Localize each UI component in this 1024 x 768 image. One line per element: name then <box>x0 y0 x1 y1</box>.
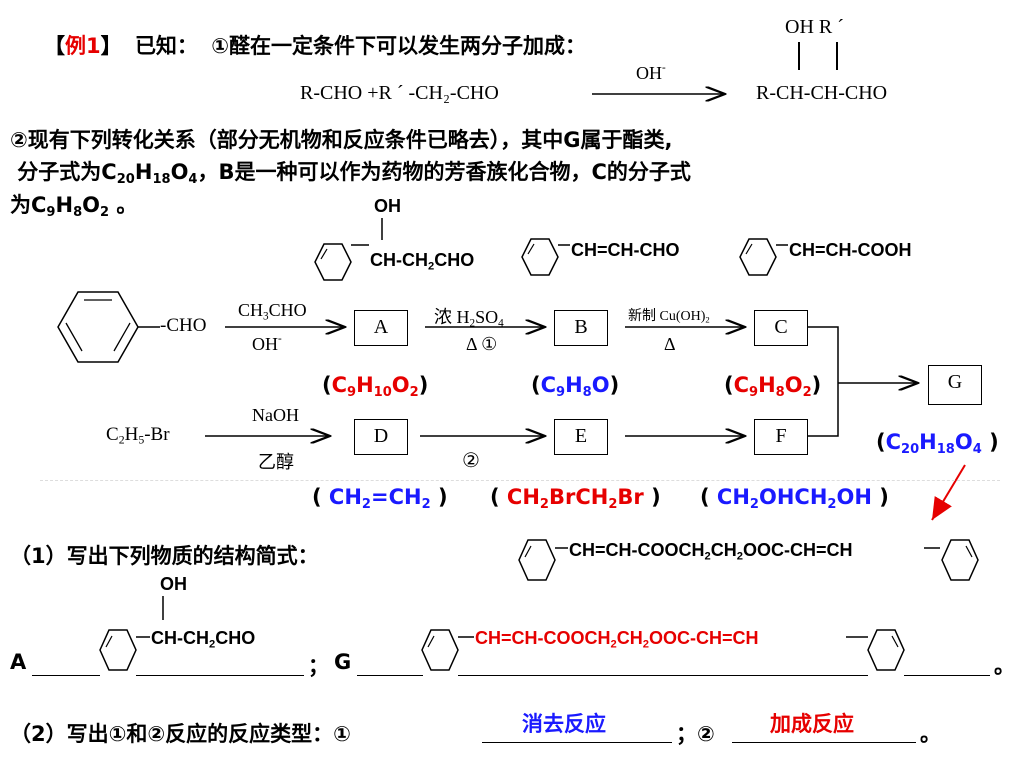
given-label: 已知： <box>134 34 198 58</box>
aldol-catalyst: OH- <box>636 62 666 83</box>
benzene-ring-answer-g-left <box>421 629 459 671</box>
g-structure: CH=CH-COOCH2CH2OOC-CH=CH <box>569 540 853 563</box>
benzene-ring-a <box>314 243 352 281</box>
struct-a-oh: OH <box>374 196 401 216</box>
example-label: 例1 <box>65 34 101 58</box>
benzene-ring-b <box>521 238 559 276</box>
formula-c: (C9H8O2) <box>724 373 822 400</box>
answer-a-label: A <box>10 650 27 674</box>
blank-g-right <box>904 675 990 676</box>
struct-b-chain: CH=CH-CHO <box>571 240 680 260</box>
benzene-ring-benzaldehyde <box>57 291 139 363</box>
step3-reagent: 新制 Cu(OH)2 <box>628 309 710 325</box>
formula-d: ( CH2=CH2 ) <box>312 485 448 512</box>
blank-g-mid <box>458 675 868 676</box>
para2-line2: 分子式为C20H18O4，B是一种可以作为药物的芳香族化合物，C的分子式 <box>10 160 691 187</box>
answer-a-chain: CH-CH2CHO <box>151 628 256 651</box>
point1-text: ①醛在一定条件下可以发生两分子加成： <box>211 34 587 58</box>
question-2-end: 。 <box>920 722 941 746</box>
box-e: E <box>554 419 608 455</box>
box-c: C <box>754 310 808 346</box>
blank-a-right <box>136 675 304 676</box>
formula-a: (C9H10O2) <box>322 373 429 400</box>
answer-g-label: G <box>334 650 352 674</box>
answer-1: 消去反应 <box>522 712 606 736</box>
benzene-ring-answer-a <box>99 629 137 671</box>
struct-c-chain: CH=CH-COOH <box>789 240 912 260</box>
step4-solvent: 乙醇 <box>258 452 294 472</box>
question-2: （2）写出①和②反应的反应类型：① <box>10 722 351 746</box>
answer-end: 。 <box>994 654 1015 678</box>
aldol-reactants: R-CHO +R ˊ -CH₂-CHO <box>300 82 499 104</box>
answer-a-oh: OH <box>160 574 187 594</box>
aldol-product: R-CH-CH-CHO <box>756 82 888 104</box>
benzene-ring-g-right <box>941 539 979 581</box>
box-a: A <box>354 310 408 346</box>
divider <box>40 480 1000 481</box>
formula-g: (C20H18O4 ) <box>876 430 999 457</box>
step5-label: ② <box>462 450 480 472</box>
blank-g-left <box>357 675 423 676</box>
bracket-close: 】 <box>100 34 122 58</box>
example-heading: 【例1】 已知： ①醛在一定条件下可以发生两分子加成： <box>44 30 586 60</box>
question-2-sep: ；② <box>676 722 715 746</box>
step3-condition: Δ <box>664 334 676 354</box>
formula-e: ( CH2BrCH2Br ) <box>490 485 661 512</box>
blank-answer2 <box>732 742 916 743</box>
blank-answer1 <box>482 742 672 743</box>
answer-g-chain: CH=CH-COOCH2CH2OOC-CH=CH <box>475 628 759 651</box>
question-1: （1）写出下列物质的结构简式： <box>10 544 319 568</box>
box-g: G <box>928 365 982 405</box>
benzene-ring-c <box>739 238 777 276</box>
benzene-ring-answer-g-right <box>867 629 905 671</box>
benzene-ring-g-left <box>518 539 556 581</box>
step2-reagent: 浓 H2SO4 <box>434 307 504 330</box>
answer-sep: ； <box>308 654 329 678</box>
bracket-open: 【 <box>44 34 65 58</box>
struct-a-chain: CH-CH2CHO <box>370 250 475 273</box>
step1-reagent: CH3CHO <box>238 300 307 323</box>
box-b: B <box>554 310 608 346</box>
benzaldehyde-group: -CHO <box>160 315 207 336</box>
para2-line3: 为C9H8O2 。 <box>10 193 138 220</box>
answer-2: 加成反应 <box>770 712 854 736</box>
blank-a-left <box>32 675 100 676</box>
aldol-bond-r <box>836 42 838 70</box>
step1-catalyst: OH- <box>252 333 282 354</box>
aldol-product-substituents: OH R ˊ <box>785 16 844 38</box>
red-arrow-g <box>931 464 966 521</box>
step4-reagent: NaOH <box>252 405 299 425</box>
box-d: D <box>354 419 408 455</box>
box-f: F <box>754 419 808 455</box>
formula-b: (C9H8O) <box>531 373 620 400</box>
bracket-c-f <box>808 326 839 437</box>
para2-line1: ②现有下列转化关系（部分无机物和反应条件已略去），其中G属于酯类, <box>10 128 673 152</box>
ethyl-bromide: C2H5-Br <box>106 424 170 447</box>
aldol-bond-oh <box>798 42 800 70</box>
step2-condition: Δ ① <box>466 334 498 354</box>
formula-f: ( CH2OHCH2OH ) <box>700 485 889 512</box>
